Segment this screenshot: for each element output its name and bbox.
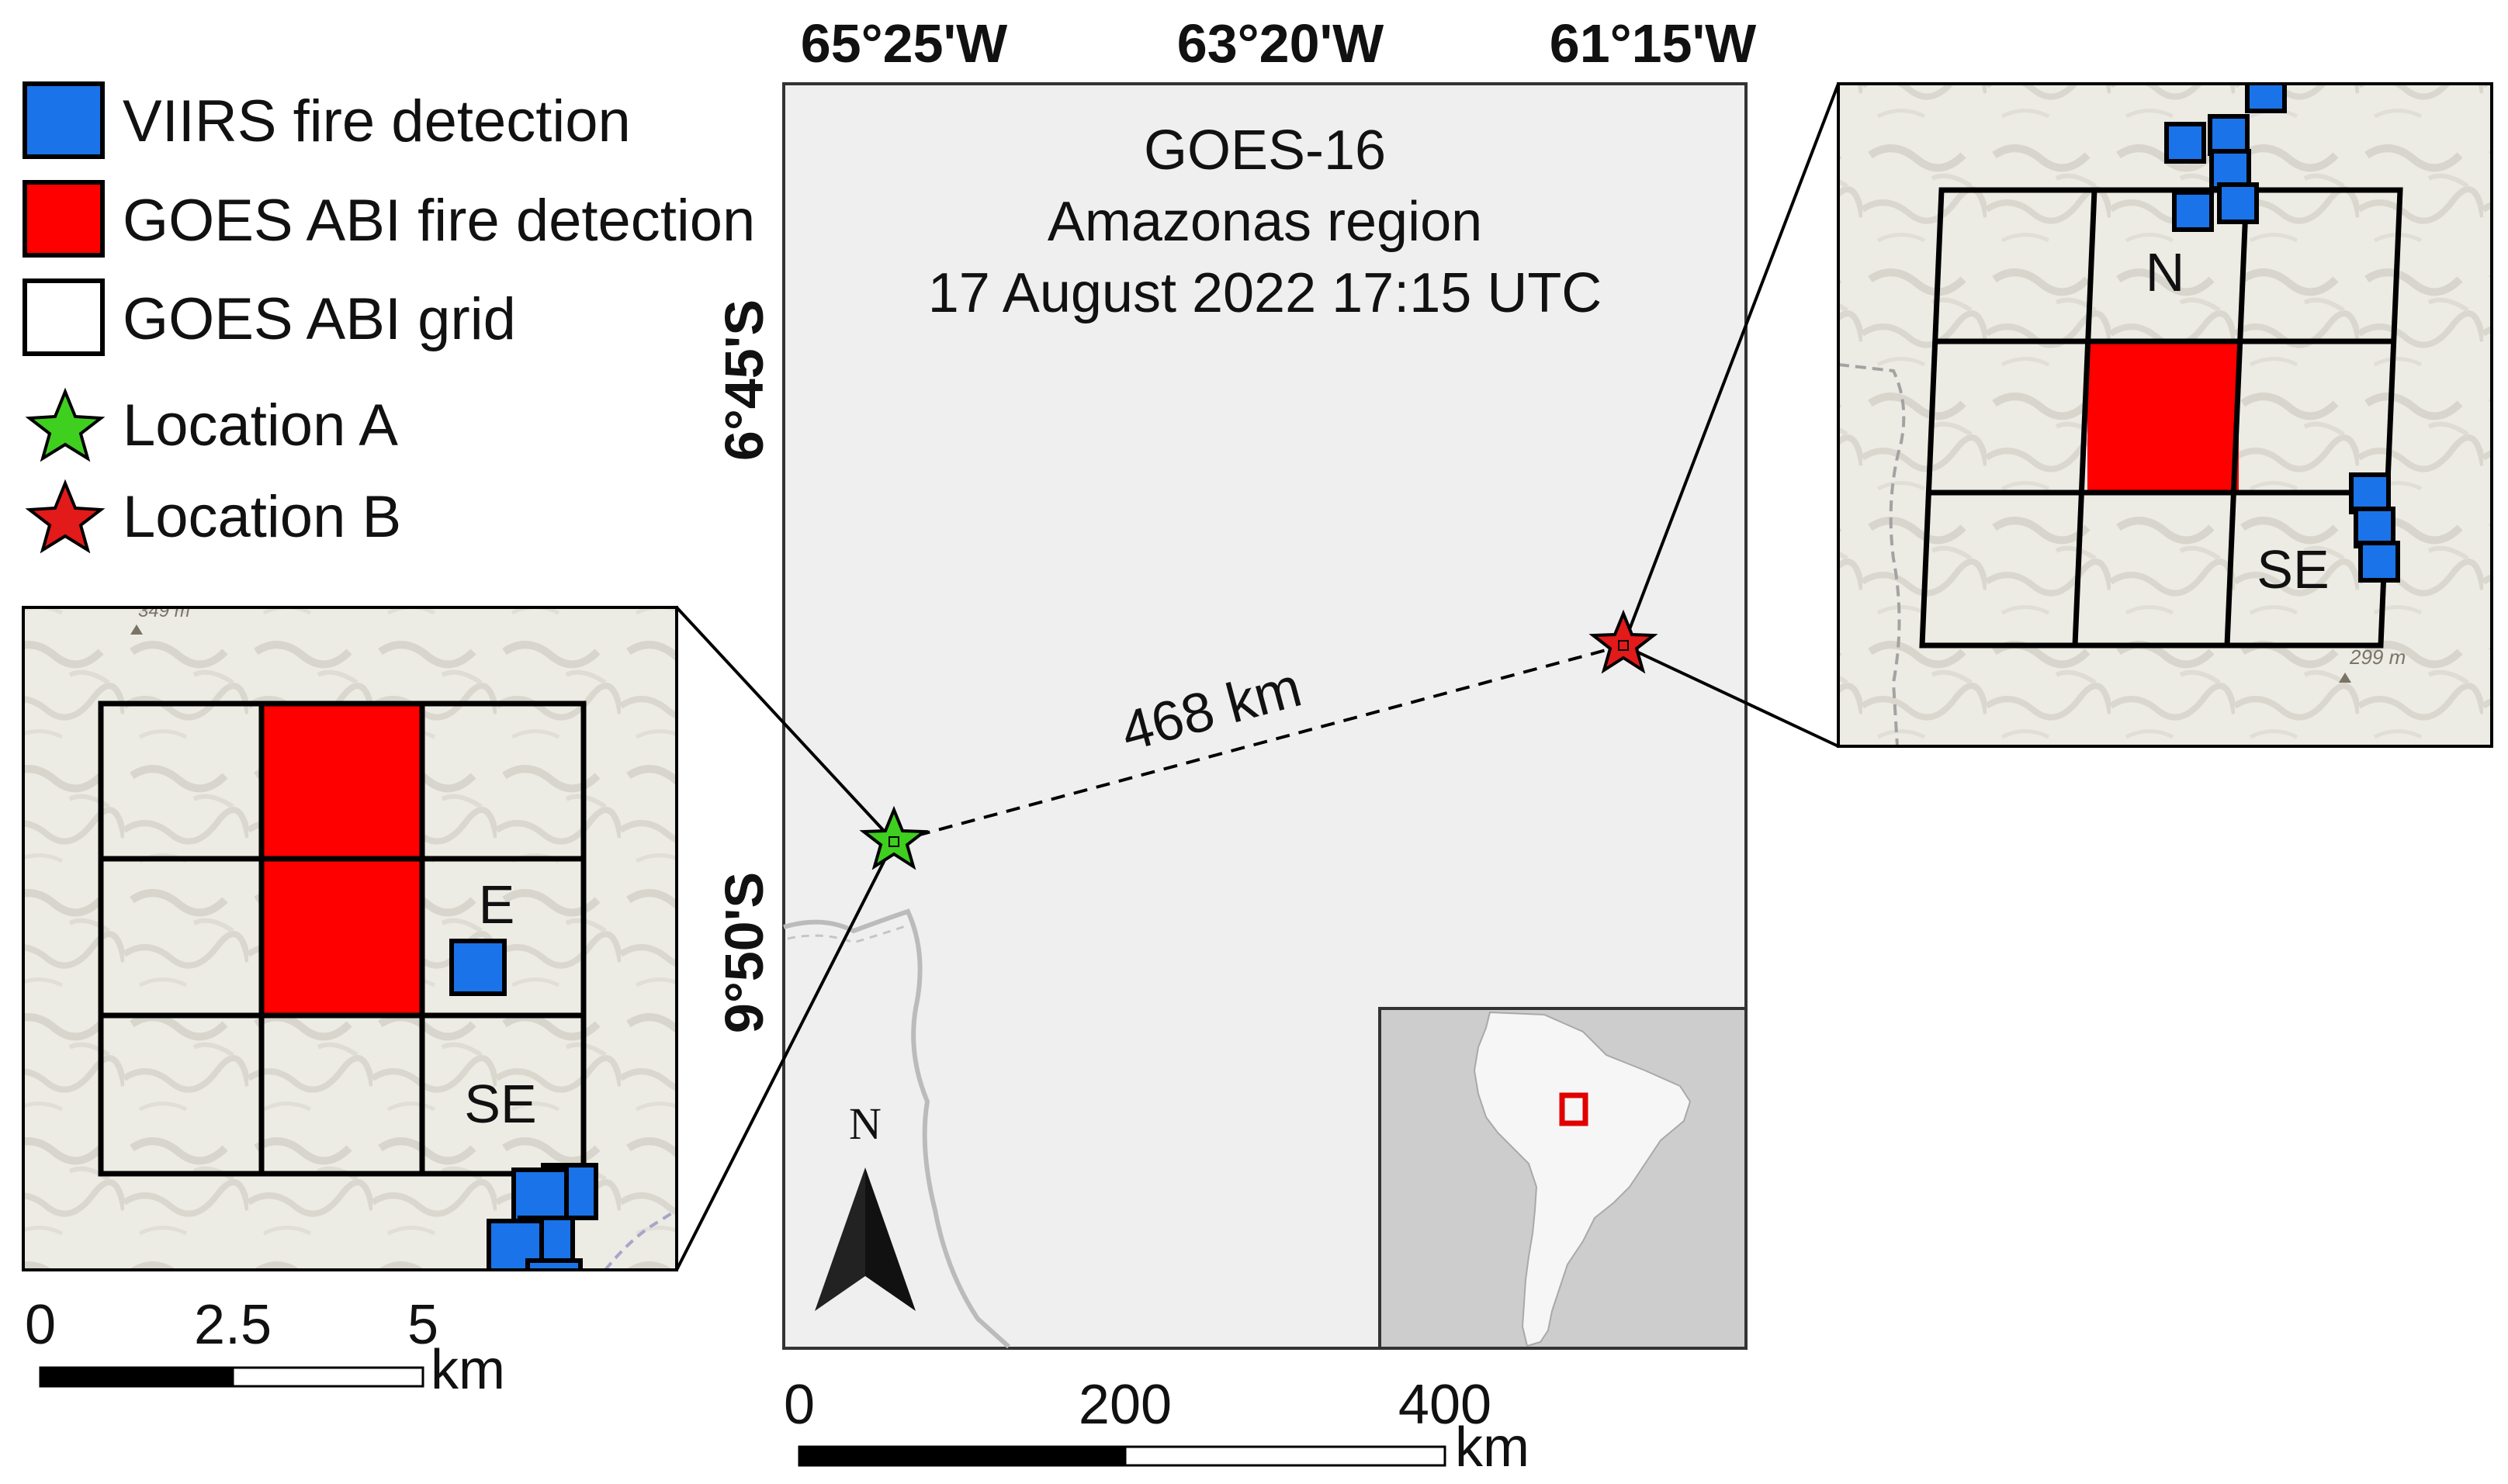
legend-item-goes-grid: GOES ABI grid bbox=[23, 278, 516, 356]
red-star-icon bbox=[25, 479, 106, 554]
main-scale-tick-0: 0 bbox=[784, 1374, 815, 1436]
main-map: GOES-16 Amazonas region 17 August 2022 1… bbox=[675, 13, 1840, 1479]
viirs-swatch bbox=[23, 81, 105, 159]
inset-a-frame bbox=[22, 606, 678, 1271]
inset-a-elevation: 349 m bbox=[138, 600, 190, 621]
legend-label-goes-fire: GOES ABI fire detection bbox=[123, 188, 755, 254]
south-america-shape bbox=[1473, 1011, 1692, 1347]
legend-item-location-a: Location A bbox=[25, 387, 398, 462]
north-label: N bbox=[849, 1098, 882, 1149]
north-arrow: N bbox=[815, 1098, 916, 1311]
main-scale-tick-1: 200 bbox=[1079, 1374, 1172, 1436]
map-title-line-1: GOES-16 bbox=[1144, 119, 1386, 182]
goes-grid-swatch bbox=[23, 278, 105, 356]
inset-b-viirs-detections bbox=[2164, 84, 2400, 583]
inset-a-scale-bar: 0 2.5 5 km bbox=[25, 1294, 505, 1401]
inset-b-goes-fire-cell bbox=[2087, 341, 2239, 491]
connector-b-bottom bbox=[1623, 644, 1839, 748]
legend-item-location-b: Location B bbox=[25, 479, 401, 554]
north-arrow-right-half bbox=[865, 1167, 916, 1311]
inset-a-viirs-detections bbox=[449, 939, 598, 1270]
main-scale-bar-black bbox=[798, 1445, 1127, 1467]
river-line bbox=[783, 908, 1011, 1349]
locator-map bbox=[1378, 1007, 1748, 1350]
connector-a-top bbox=[675, 606, 895, 843]
legend-label-viirs: VIIRS fire detection bbox=[123, 88, 631, 154]
main-scale-tick-2: 400 bbox=[1398, 1374, 1491, 1436]
main-scale-bar: 0 200 400 km bbox=[784, 1374, 1529, 1479]
inset-a-viirs-e bbox=[449, 939, 507, 996]
inset-a-scale-tick-1: 2.5 bbox=[194, 1294, 272, 1356]
main-scale-bar-white bbox=[1124, 1445, 1446, 1467]
inset-b-label-n: N bbox=[2146, 242, 2185, 303]
lat-label-2: 9°50'S bbox=[714, 872, 774, 1033]
study-area-box bbox=[1559, 1092, 1588, 1126]
map-title-line-2: Amazonas region bbox=[1048, 191, 1482, 253]
inset-a-boundary bbox=[604, 1209, 677, 1270]
lon-label-3: 61°15'W bbox=[1550, 13, 1756, 74]
location-b-cell-marker bbox=[1618, 640, 1629, 651]
connector-b-top bbox=[1622, 83, 1840, 646]
legend-item-viirs: VIIRS fire detection bbox=[23, 81, 631, 159]
inset-a-goes-fire-cell-2 bbox=[262, 859, 422, 1015]
lat-label-1: 6°45'S bbox=[714, 299, 774, 461]
inset-a-goes-fire-cell-1 bbox=[262, 704, 422, 859]
legend-label-location-b: Location B bbox=[123, 484, 401, 550]
map-title-line-3: 17 August 2022 17:15 UTC bbox=[928, 262, 1602, 324]
inset-a-scale-bar-white bbox=[231, 1366, 424, 1388]
lon-label-1: 65°25'W bbox=[801, 13, 1007, 74]
lon-label-2: 63°20'W bbox=[1177, 13, 1384, 74]
inset-b-label-se: SE bbox=[2257, 539, 2329, 600]
inset-b-peak-icon bbox=[2339, 673, 2351, 683]
boundary-line bbox=[787, 923, 910, 944]
main-scale-unit: km bbox=[1455, 1417, 1529, 1479]
inset-a-scale-tick-0: 0 bbox=[25, 1294, 56, 1356]
inset-location-b: 299 m N SE bbox=[1837, 82, 2493, 748]
inset-b-boundary bbox=[1838, 363, 1906, 746]
goes-fire-swatch bbox=[23, 180, 105, 258]
distance-line bbox=[893, 644, 1624, 843]
inset-b-elevation: 299 m bbox=[2349, 645, 2406, 669]
inset-a-peak-icon bbox=[130, 624, 143, 635]
connector-a-bottom bbox=[675, 841, 895, 1271]
legend-label-goes-grid: GOES ABI grid bbox=[123, 286, 516, 352]
inset-b-frame bbox=[1837, 82, 2493, 748]
inset-a-scale-bar-black bbox=[39, 1366, 234, 1388]
green-star-icon bbox=[25, 387, 106, 462]
north-arrow-left-half bbox=[815, 1167, 865, 1311]
location-b-star-icon bbox=[1588, 609, 1658, 674]
inset-a-label-se: SE bbox=[464, 1074, 536, 1134]
legend: VIIRS fire detection GOES ABI fire detec… bbox=[23, 81, 755, 554]
inset-a-goes-grid bbox=[98, 700, 587, 1177]
inset-a-scale-unit: km bbox=[431, 1339, 505, 1401]
location-a-star-icon bbox=[859, 805, 929, 870]
inset-a-label-e: E bbox=[479, 874, 515, 935]
legend-label-location-a: Location A bbox=[123, 393, 398, 458]
inset-location-a: 349 m E SE 0 2.5 5 km bbox=[22, 600, 678, 1401]
inset-a-scale-tick-2: 5 bbox=[407, 1294, 438, 1356]
legend-item-goes-fire: GOES ABI fire detection bbox=[23, 180, 755, 258]
location-a-cell-marker bbox=[889, 836, 899, 847]
